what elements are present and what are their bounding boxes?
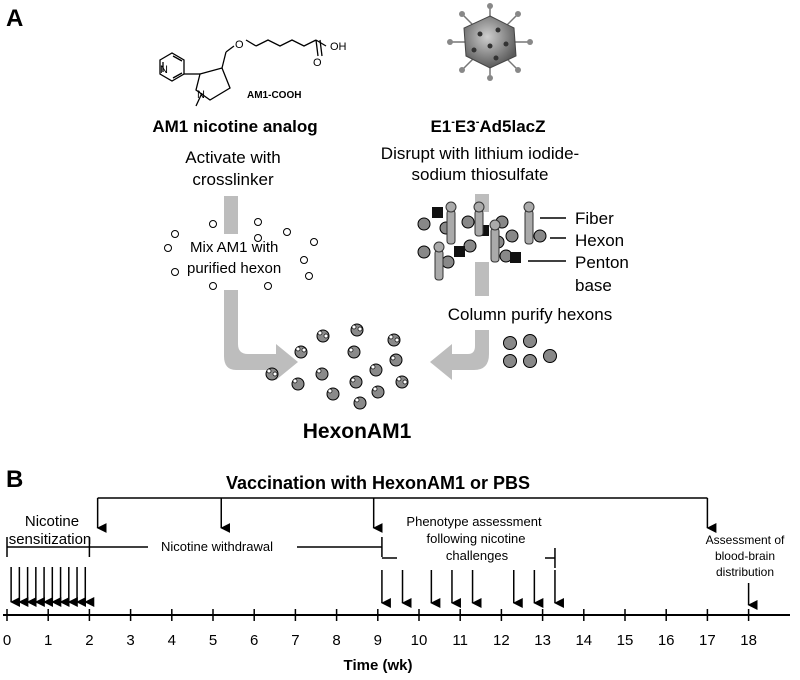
purified-hexons bbox=[503, 334, 557, 368]
axis-tick-label: 10 bbox=[411, 632, 428, 649]
phase-annotations bbox=[6, 537, 556, 568]
am1-cooh-structure bbox=[159, 39, 327, 107]
panel-b-label: B bbox=[6, 466, 23, 493]
legend-fiber: Fiber bbox=[575, 209, 614, 228]
hexonam1-conjugates bbox=[265, 323, 409, 410]
oh-label: OH bbox=[330, 41, 347, 53]
disrupt-step-line1: Disrupt with lithium iodide- bbox=[381, 144, 579, 163]
legend-hexon: Hexon bbox=[575, 231, 624, 250]
right-flow-bar-bottom bbox=[475, 262, 489, 296]
axis-tick-label: 18 bbox=[740, 632, 757, 649]
axis-tick-label: 0 bbox=[3, 632, 11, 649]
axis-tick-label: 4 bbox=[168, 632, 176, 649]
vaccination-bracket bbox=[96, 497, 717, 533]
bbb-label-line3: distribution bbox=[716, 565, 774, 579]
axis-tick-label: 5 bbox=[209, 632, 217, 649]
axis-tick-label: 1 bbox=[44, 632, 52, 649]
phenotype-label-line2: following nicotine bbox=[426, 531, 525, 546]
activate-step-line1: Activate with bbox=[185, 148, 280, 167]
axis-tick-label: 3 bbox=[126, 632, 134, 649]
column-purify-step: Column purify hexons bbox=[448, 305, 612, 324]
axis-tick-label: 13 bbox=[534, 632, 551, 649]
carbonyl-o-label: O bbox=[313, 57, 322, 69]
oxygen-label: O bbox=[235, 39, 244, 51]
axis-tick-label: 11 bbox=[452, 632, 468, 649]
legend-penton-line1: Penton bbox=[575, 253, 629, 272]
axis-tick-label: 7 bbox=[291, 632, 299, 649]
axis-tick-label: 15 bbox=[617, 632, 634, 649]
sensitization-label-line2: sensitization bbox=[9, 531, 92, 548]
vaccination-title: Vaccination with HexonAM1 or PBS bbox=[226, 473, 530, 493]
left-flow-bar-top bbox=[224, 196, 238, 234]
am1-cooh-label: AM1-COOH bbox=[247, 90, 301, 101]
time-axis-label: Time (wk) bbox=[344, 657, 413, 674]
left-flow-arrow bbox=[224, 290, 298, 380]
phenotype-label-line1: Phenotype assessment bbox=[406, 514, 542, 529]
panel-a-label: A bbox=[6, 5, 23, 32]
right-flow-arrow bbox=[430, 330, 489, 380]
bbb-label-line2: blood-brain bbox=[715, 549, 775, 563]
disrupt-step-line2: sodium thiosulfate bbox=[411, 165, 548, 184]
activate-step-line2: crosslinker bbox=[192, 170, 274, 189]
am1-heading: AM1 nicotine analog bbox=[152, 117, 317, 136]
legend-penton-line2: base bbox=[575, 276, 612, 295]
adenovirus-capsid-icon bbox=[447, 3, 533, 81]
dose-arrows bbox=[10, 567, 758, 610]
hexonam1-product: HexonAM1 bbox=[303, 420, 412, 443]
axis-tick-label: 12 bbox=[493, 632, 510, 649]
axis-tick-label: 6 bbox=[250, 632, 258, 649]
withdrawal-label: Nicotine withdrawal bbox=[161, 539, 273, 554]
phenotype-label-line3: challenges bbox=[446, 548, 509, 563]
axis-tick-label: 2 bbox=[85, 632, 93, 649]
bbb-label-line1: Assessment of bbox=[706, 533, 785, 547]
sensitization-label-line1: Nicotine bbox=[25, 513, 79, 530]
pyrrolidine-n-label: N bbox=[197, 89, 205, 101]
axis-tick-label: 14 bbox=[575, 632, 592, 649]
pyridine-n-label: N bbox=[160, 64, 168, 76]
axis-tick-label: 17 bbox=[699, 632, 716, 649]
mix-step-line1: Mix AM1 with bbox=[190, 239, 278, 256]
mix-step-line2: purified hexon bbox=[187, 260, 281, 277]
axis-tick-label: 9 bbox=[374, 632, 382, 649]
am1-molecule-dots bbox=[164, 218, 318, 290]
axis-tick-label: 16 bbox=[658, 632, 675, 649]
disrupted-virus-components bbox=[417, 201, 547, 281]
axis-tick-label: 8 bbox=[332, 632, 340, 649]
virus-heading: E1-E3-Ad5lacZ bbox=[430, 116, 545, 136]
